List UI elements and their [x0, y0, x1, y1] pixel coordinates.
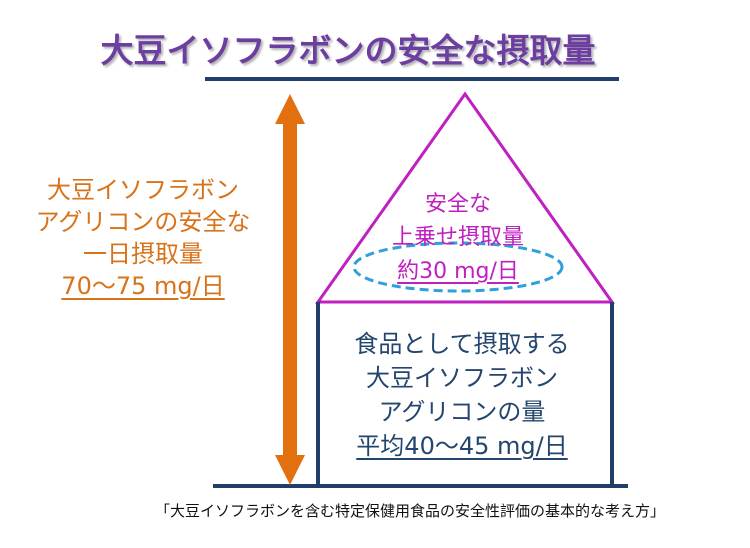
left-label-line: 大豆イソフラボン — [47, 176, 239, 204]
box-label-value: 平均40～45 mg/日 — [356, 432, 568, 460]
left-label-line: アグリコンの安全な — [35, 208, 251, 236]
left-label-line: 一日摂取量 — [83, 240, 203, 268]
box-label-line: アグリコンの量 — [378, 398, 546, 426]
citation: 「大豆イソフラボンを含む特定保健用食品の安全性評価の基本的な考え方」 — [154, 502, 666, 520]
double-arrow-icon — [275, 94, 305, 485]
box — [316, 302, 614, 488]
page-title: 大豆イソフラボンの安全な摂取量 — [100, 31, 596, 70]
dashed-ellipse — [352, 241, 564, 293]
box-label-line: 食品として摂取する — [354, 330, 570, 358]
triangle-label-value: 約30 mg/日 — [397, 259, 519, 284]
triangle — [315, 91, 615, 304]
triangle-label-line: 安全な — [424, 192, 492, 217]
left-label-value: 70～75 mg/日 — [61, 272, 225, 300]
triangle-label-line: 上乗せ摂取量 — [391, 225, 525, 250]
box-label-line: 大豆イソフラボン — [366, 364, 558, 392]
